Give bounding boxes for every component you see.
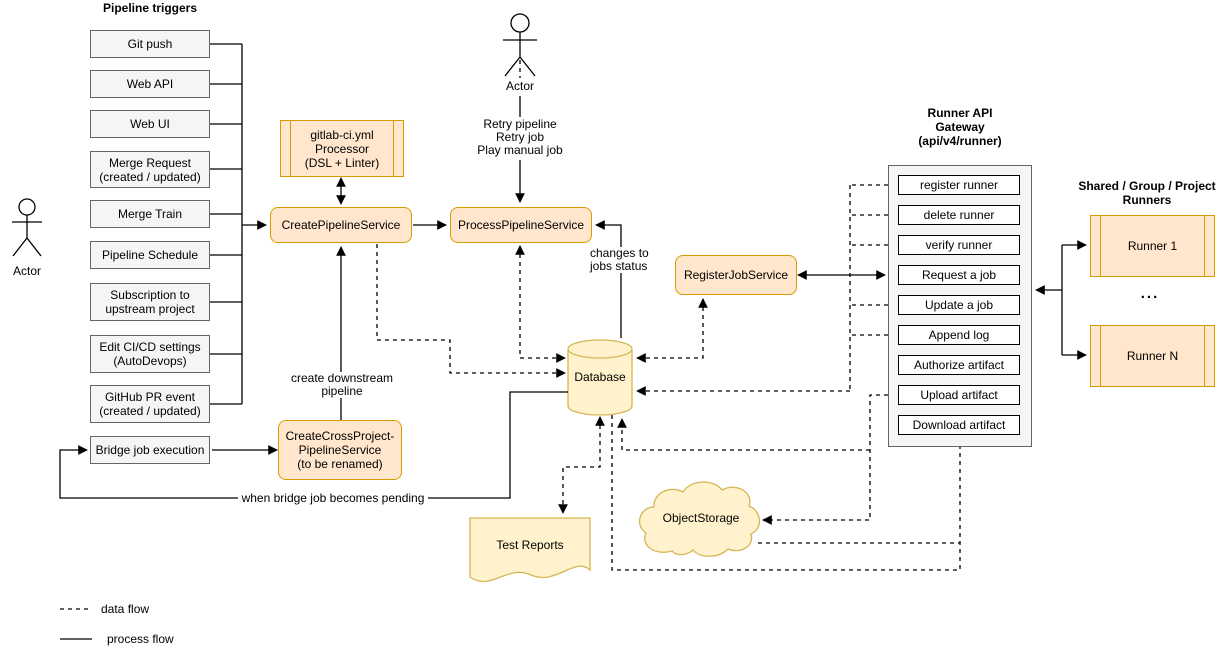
component-side-bar <box>393 121 394 176</box>
endpoint-upload-artifact: Upload artifact <box>898 385 1020 405</box>
process-pipeline-service: ProcessPipelineService <box>450 207 592 243</box>
changes-jobs-status-annotation: changes to jobs status <box>590 247 656 273</box>
test-reports-label: Test Reports <box>496 538 564 552</box>
legend-data-flow-label: data flow <box>101 602 150 616</box>
component-side-bar <box>1100 216 1101 276</box>
gitlab-ci-yml-processor: gitlab-ci.yml Processor (DSL + Linter) <box>280 120 404 177</box>
database-label: Database <box>574 370 626 384</box>
trigger-merge-train: Merge Train <box>90 200 210 228</box>
runners-title: Shared / Group / Project Runners <box>1078 179 1216 207</box>
legend-process-flow-label: process flow <box>107 632 174 646</box>
endpoint-delete-runner: delete runner <box>898 205 1020 225</box>
create-pipeline-service: CreatePipelineService <box>270 207 412 243</box>
component-side-bar <box>290 121 291 176</box>
trigger-web-api: Web API <box>90 70 210 98</box>
actor-icon <box>503 13 537 77</box>
endpoint-download-artifact: Download artifact <box>898 415 1020 435</box>
runner-n: Runner N <box>1090 325 1215 387</box>
trigger-edit-cicd: Edit CI/CD settings (AutoDevops) <box>90 335 210 373</box>
trigger-github-pr: GitHub PR event (created / updated) <box>90 385 210 423</box>
retry-annotation: Retry pipeline Retry job Play manual job <box>477 117 563 157</box>
endpoint-update-a-job: Update a job <box>898 295 1020 315</box>
runner-n-label: Runner N <box>1126 349 1179 363</box>
create-cross-project-pipeline-service: CreateCrossProject- PipelineService (to … <box>278 420 402 480</box>
pipeline-triggers-title: Pipeline triggers <box>102 1 198 15</box>
runner-api-gateway-title: Runner API Gateway (api/v4/runner) <box>918 106 1002 148</box>
actor-icon <box>12 198 42 257</box>
left-actor-label: Actor <box>12 264 41 278</box>
object-storage-label: ObjectStorage <box>662 511 740 525</box>
runner-1: Runner 1 <box>1090 215 1215 277</box>
endpoint-register-runner: register runner <box>898 175 1020 195</box>
when-bridge-pending-annotation: when bridge job becomes pending <box>238 492 428 505</box>
component-side-bar <box>1100 326 1101 386</box>
runner-1-label: Runner 1 <box>1127 239 1178 253</box>
endpoint-request-a-job: Request a job <box>898 265 1020 285</box>
processor-label: gitlab-ci.yml Processor (DSL + Linter) <box>304 127 380 170</box>
component-side-bar <box>1204 216 1205 276</box>
process-flow-lines <box>59 43 1087 640</box>
trigger-subscription: Subscription to upstream project <box>90 283 210 321</box>
trigger-git-push: Git push <box>90 30 210 58</box>
component-side-bar <box>1204 326 1205 386</box>
create-downstream-annotation: create downstream pipeline <box>286 372 398 398</box>
data-flow-lines <box>60 60 965 610</box>
cloud-shape <box>638 481 761 557</box>
trigger-bridge-job: Bridge job execution <box>90 436 210 464</box>
trigger-web-ui: Web UI <box>90 110 210 138</box>
database-cylinder-shape <box>567 339 633 416</box>
trigger-merge-request: Merge Request (created / updated) <box>90 151 210 188</box>
register-job-service: RegisterJobService <box>675 255 797 295</box>
endpoint-verify-runner: verify runner <box>898 235 1020 255</box>
runners-ellipsis: ... <box>1140 285 1160 302</box>
top-actor-label: Actor <box>505 79 534 93</box>
endpoint-append-log: Append log <box>898 325 1020 345</box>
trigger-pipeline-schedule: Pipeline Schedule <box>90 241 210 269</box>
endpoint-authorize-artifact: Authorize artifact <box>898 355 1020 375</box>
document-shape <box>469 517 591 583</box>
